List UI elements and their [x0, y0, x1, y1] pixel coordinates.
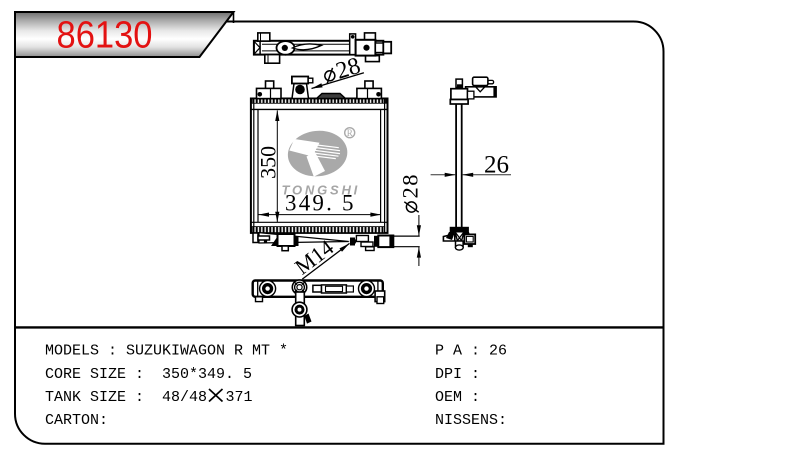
svg-text:OEM :: OEM :	[435, 389, 480, 406]
svg-text:DPI :: DPI :	[435, 366, 480, 383]
svg-text:CORE SIZE : 350*349. 5: CORE SIZE : 350*349. 5	[45, 366, 252, 383]
svg-text:28: 28	[398, 173, 423, 199]
svg-text:26: 26	[484, 152, 509, 179]
svg-text:CARTON:: CARTON:	[45, 412, 108, 429]
svg-text:P A : 26: P A : 26	[435, 342, 507, 359]
svg-text:350: 350	[255, 146, 280, 179]
svg-text:NISSENS:: NISSENS:	[435, 412, 507, 429]
svg-text:349. 5: 349. 5	[285, 191, 356, 216]
svg-text:86130: 86130	[57, 15, 153, 57]
svg-text:R: R	[347, 128, 353, 138]
svg-text:TONGSHI: TONGSHI	[282, 182, 361, 197]
svg-text:371: 371	[226, 389, 253, 406]
svg-text:TANK SIZE : 48/48: TANK SIZE : 48/48	[45, 389, 207, 406]
svg-text:MODELS : SUZUKIWAGON R MT *: MODELS : SUZUKIWAGON R MT *	[45, 342, 288, 359]
